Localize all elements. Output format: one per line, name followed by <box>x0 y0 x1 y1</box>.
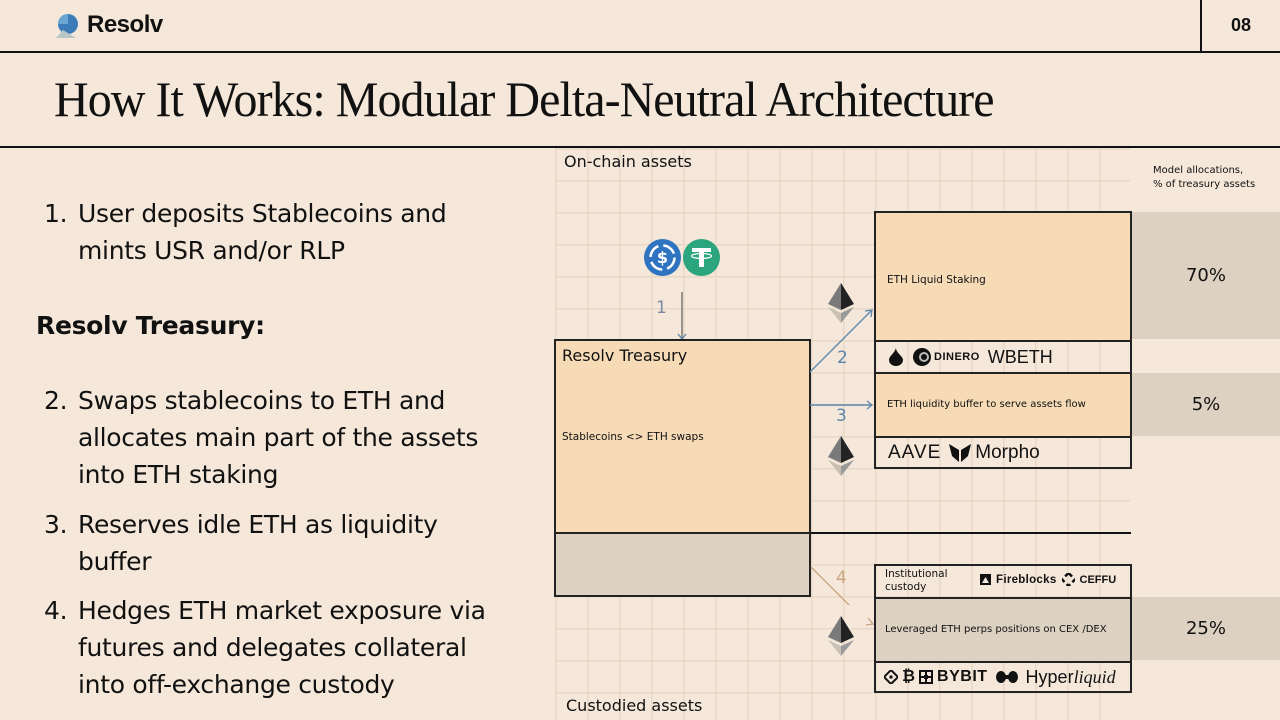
fireblocks-logo: Fireblocks <box>996 573 1057 586</box>
step-text-line: buffer <box>78 547 152 576</box>
step-text-line: Reserves idle ETH as liquidity <box>78 510 438 539</box>
deribit-icon: ₿ <box>902 668 916 685</box>
treasury-box: Resolv Treasury Stablecoins <> ETH swaps <box>554 339 811 534</box>
step-text-line: mints USR and/or RLP <box>78 236 345 265</box>
allocation-header-line: Model allocations, <box>1153 165 1244 176</box>
step-number: 1. <box>44 199 68 228</box>
arrow-4-label: 4 <box>836 568 847 588</box>
arrow-2-label: 2 <box>837 348 848 368</box>
resolv-logo-icon <box>54 13 80 39</box>
eth-icon <box>828 436 854 476</box>
step-text-line: Swaps stablecoins to ETH and <box>78 386 446 415</box>
liquidity-buffer-box: ETH liquidity buffer to serve assets flo… <box>874 372 1132 437</box>
fireblocks-icon <box>980 574 991 585</box>
lido-flame-icon <box>889 348 903 366</box>
hyperliquid-text-1: Hyper <box>1025 666 1074 687</box>
ceffu-logo: CEFFU <box>1079 573 1117 586</box>
staking-allocation: 70% <box>1132 212 1280 339</box>
perps-providers: ₿ BYBIT Hyperliquid <box>874 661 1132 693</box>
arrow-4 <box>810 566 850 605</box>
page-title: How It Works: Modular Delta-Neutral Arch… <box>54 71 994 127</box>
allocation-header: Model allocations, % of treasury assets <box>1153 164 1255 192</box>
step-2: 2. Swaps stablecoins to ETH and allocate… <box>44 382 478 493</box>
step-text-line: into ETH staking <box>78 460 279 489</box>
page-number: 08 <box>1230 15 1252 35</box>
onchain-assets-label: On-chain assets <box>564 152 692 171</box>
eth-liquid-staking-box: ETH Liquid Staking <box>874 211 1132 342</box>
custody-label: Institutional custody <box>885 568 948 593</box>
title-rule <box>0 146 1280 148</box>
dinero-logo: DINERO <box>934 351 980 363</box>
morpho-icon <box>949 443 972 462</box>
step-text-line: futures and delegates collateral <box>78 633 467 662</box>
step-3: 3. Reserves idle ETH as liquidity buffer <box>44 506 438 580</box>
treasury-subheading: Resolv Treasury: <box>36 311 265 340</box>
okx-icon <box>919 670 934 684</box>
treasury-hedge-box <box>554 532 811 597</box>
eth-icon <box>828 616 854 656</box>
step-1: 1. User deposits Stablecoins and mints U… <box>44 195 447 269</box>
arrow-3-label: 3 <box>836 406 847 426</box>
step-number: 3. <box>44 510 68 539</box>
usdt-icon <box>683 239 720 280</box>
step-text-line: User deposits Stablecoins and <box>78 199 447 228</box>
arrow-2 <box>809 310 872 373</box>
aave-logo: AAVE <box>888 441 942 463</box>
header-divider <box>1200 0 1202 52</box>
usdc-icon: $ <box>644 239 681 280</box>
morpho-logo: Morpho <box>975 441 1040 463</box>
arrow-1 <box>677 292 687 341</box>
hyperliquid-logo: Hyperliquid <box>1026 667 1116 688</box>
brand-name: Resolv <box>87 11 163 38</box>
custodied-assets-label: Custodied assets <box>566 696 703 715</box>
hyperliquid-icon <box>995 671 1018 683</box>
allocation-header-line: % of treasury assets <box>1153 179 1256 190</box>
dinero-icon <box>913 348 931 366</box>
buffer-label: ETH liquidity buffer to serve assets flo… <box>887 399 1086 410</box>
staking-providers: DINERO WBETH <box>874 340 1132 373</box>
perps-label: Leveraged ETH perps positions on CEX /DE… <box>885 624 1107 635</box>
step-text-line: allocates main part of the assets <box>78 423 479 452</box>
step-number: 4. <box>44 596 68 625</box>
header-rule <box>0 51 1280 53</box>
treasury-desc: Stablecoins <> ETH swaps <box>562 431 704 443</box>
wbeth-logo: WBETH <box>987 346 1053 367</box>
flow-arrows <box>809 309 874 605</box>
step-text-line: Hedges ETH market exposure via <box>78 596 486 625</box>
buffer-allocation: 5% <box>1132 373 1280 436</box>
svg-text:$: $ <box>657 248 668 267</box>
arrow-1-label: 1 <box>656 298 667 318</box>
step-text-line: into off-exchange custody <box>78 670 395 699</box>
binance-icon <box>884 670 898 684</box>
eth-icon <box>828 283 854 323</box>
staking-label: ETH Liquid Staking <box>887 274 986 286</box>
step-4: 4. Hedges ETH market exposure via future… <box>44 592 486 703</box>
ceffu-icon <box>1061 573 1075 586</box>
step-number: 2. <box>44 386 68 415</box>
perps-allocation: 25% <box>1132 597 1280 660</box>
perps-box: Leveraged ETH perps positions on CEX /DE… <box>874 597 1132 662</box>
institutional-custody-box: Institutional custody Fireblocks CEFFU <box>874 564 1132 598</box>
custody-providers: Fireblocks CEFFU <box>980 573 1116 586</box>
treasury-title: Resolv Treasury <box>562 346 688 365</box>
bybit-logo: BYBIT <box>937 668 988 685</box>
arrow-4-head <box>865 618 875 626</box>
section-divider <box>810 532 1131 534</box>
hyperliquid-text-2: liquid <box>1073 666 1116 687</box>
buffer-providers: AAVE Morpho <box>874 436 1132 469</box>
